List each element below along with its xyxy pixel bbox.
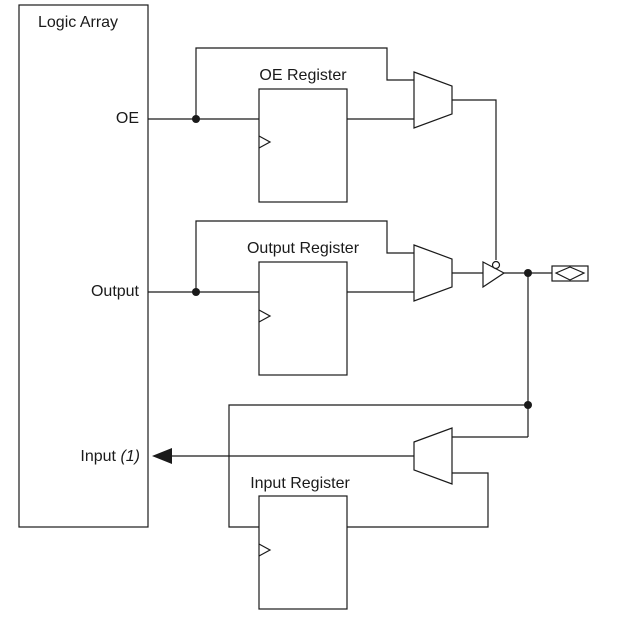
oe-port-label: OE — [116, 110, 139, 127]
output-port-label: Output — [91, 283, 140, 300]
oe-path-wires — [148, 47, 497, 260]
input-port-label: Input (1) — [80, 448, 140, 465]
logic-array-label: Logic Array — [38, 14, 118, 31]
output-junction-dot — [192, 288, 200, 296]
output-register — [258, 261, 348, 376]
input-register — [258, 495, 348, 610]
input-arrow-icon — [152, 448, 172, 464]
oe-junction-dot — [192, 115, 200, 123]
buffer-enable-bubble — [491, 260, 501, 270]
output-mux — [413, 244, 453, 302]
input-register-clock-icon — [258, 543, 272, 557]
input-path-wires — [170, 273, 529, 528]
input-mux — [413, 427, 453, 485]
io-pin-diamond-icon — [554, 266, 586, 281]
oe-register-label: OE Register — [259, 67, 347, 84]
oe-register-clock-icon — [258, 135, 272, 149]
oe-register — [258, 88, 348, 203]
logic-array-block — [18, 4, 149, 528]
input-junction-dot — [524, 401, 532, 409]
output-register-clock-icon — [258, 309, 272, 323]
oe-mux — [413, 71, 453, 129]
input-register-label: Input Register — [250, 475, 350, 492]
output-register-label: Output Register — [247, 240, 360, 257]
